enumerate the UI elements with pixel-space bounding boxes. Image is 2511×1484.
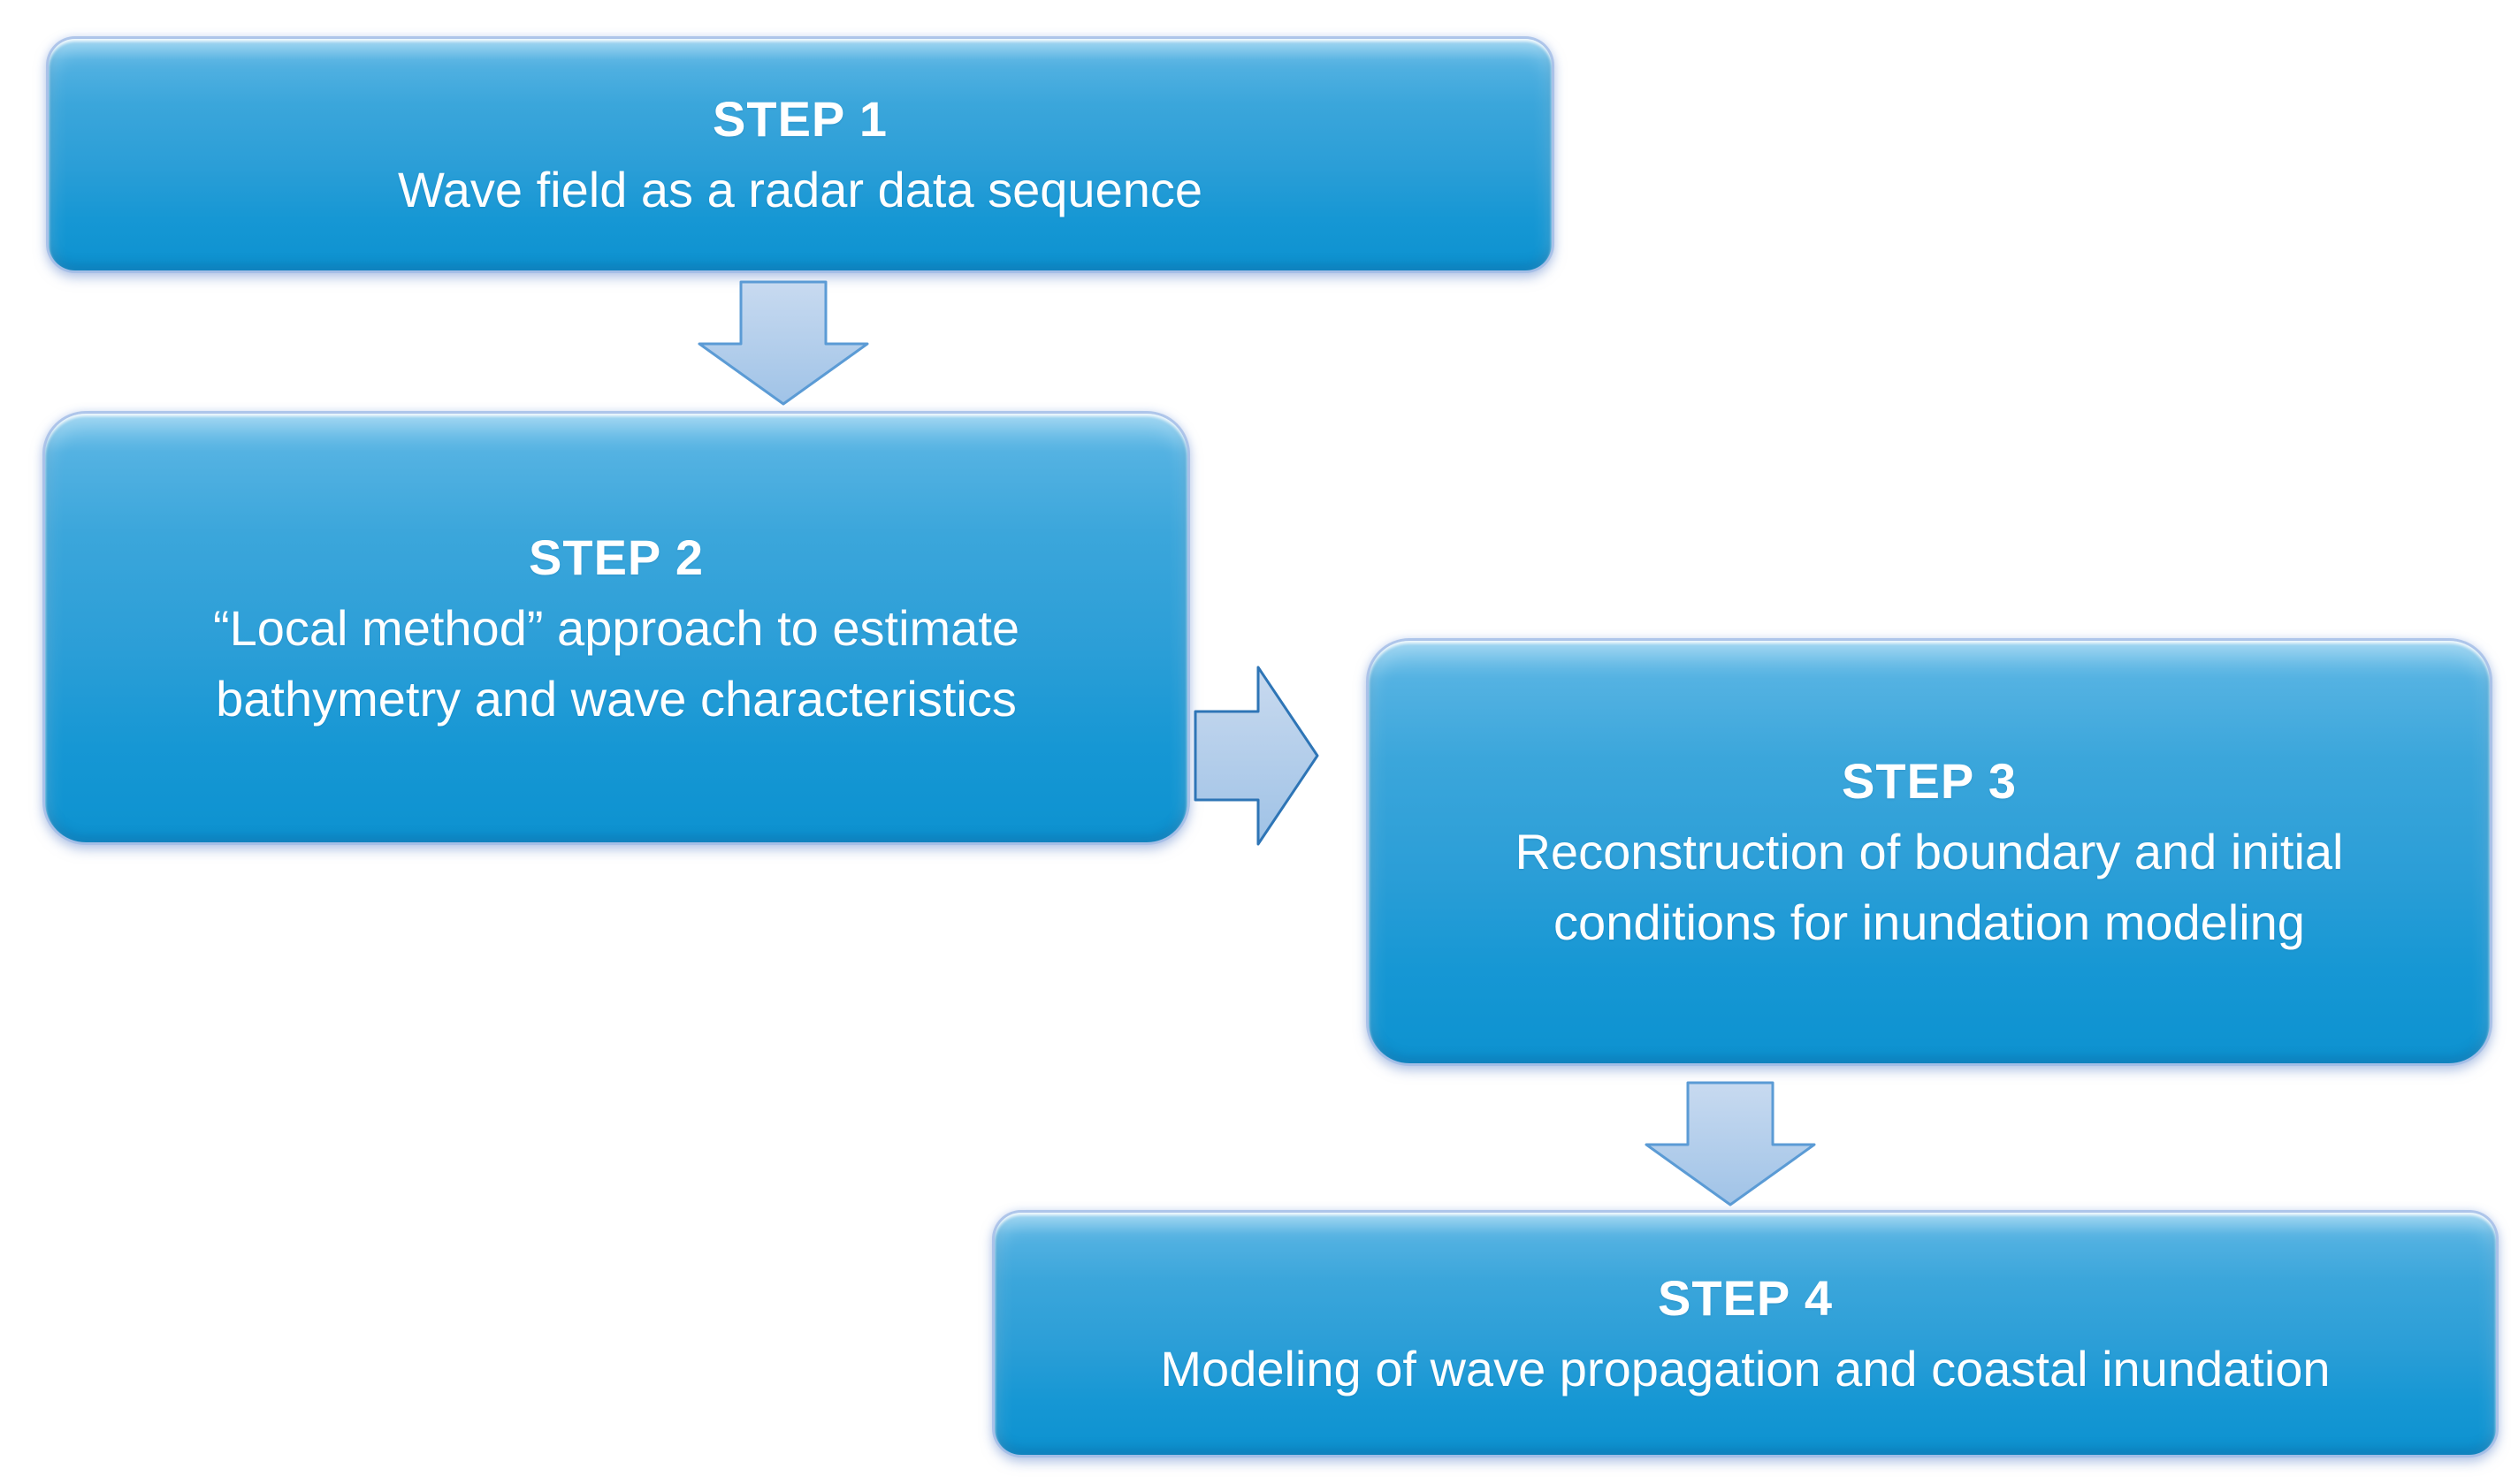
arrow-down-icon	[1645, 1081, 1816, 1206]
step-4-title: STEP 4	[1658, 1270, 1833, 1326]
step-3-text-line-1: Reconstruction of boundary and initial	[1515, 824, 2344, 879]
step-2-title: STEP 2	[529, 529, 704, 585]
step-2-text-line-1: “Local method” approach to estimate	[212, 599, 1020, 656]
step-4-text: Modeling of wave propagation and coastal…	[1160, 1341, 2331, 1396]
step-4-box: STEP 4 Modeling of wave propagation and …	[995, 1213, 2496, 1455]
step-2-text-line-2: bathymetry and wave characteristics	[216, 670, 1017, 727]
step-1-box: STEP 1 Wave field as a radar data sequen…	[49, 39, 1552, 270]
arrow-down-icon	[698, 280, 869, 406]
step-3-text-line-2: conditions for inundation modeling	[1553, 894, 2305, 950]
arrow-right-icon	[1194, 666, 1319, 846]
step-2-box: STEP 2 “Local method” approach to estima…	[45, 414, 1187, 842]
step-1-text: Wave field as a radar data sequence	[397, 162, 1203, 217]
step-3-title: STEP 3	[1842, 753, 2017, 809]
step-3-box: STEP 3 Reconstruction of boundary and in…	[1369, 641, 2490, 1063]
step-1-title: STEP 1	[713, 91, 888, 147]
